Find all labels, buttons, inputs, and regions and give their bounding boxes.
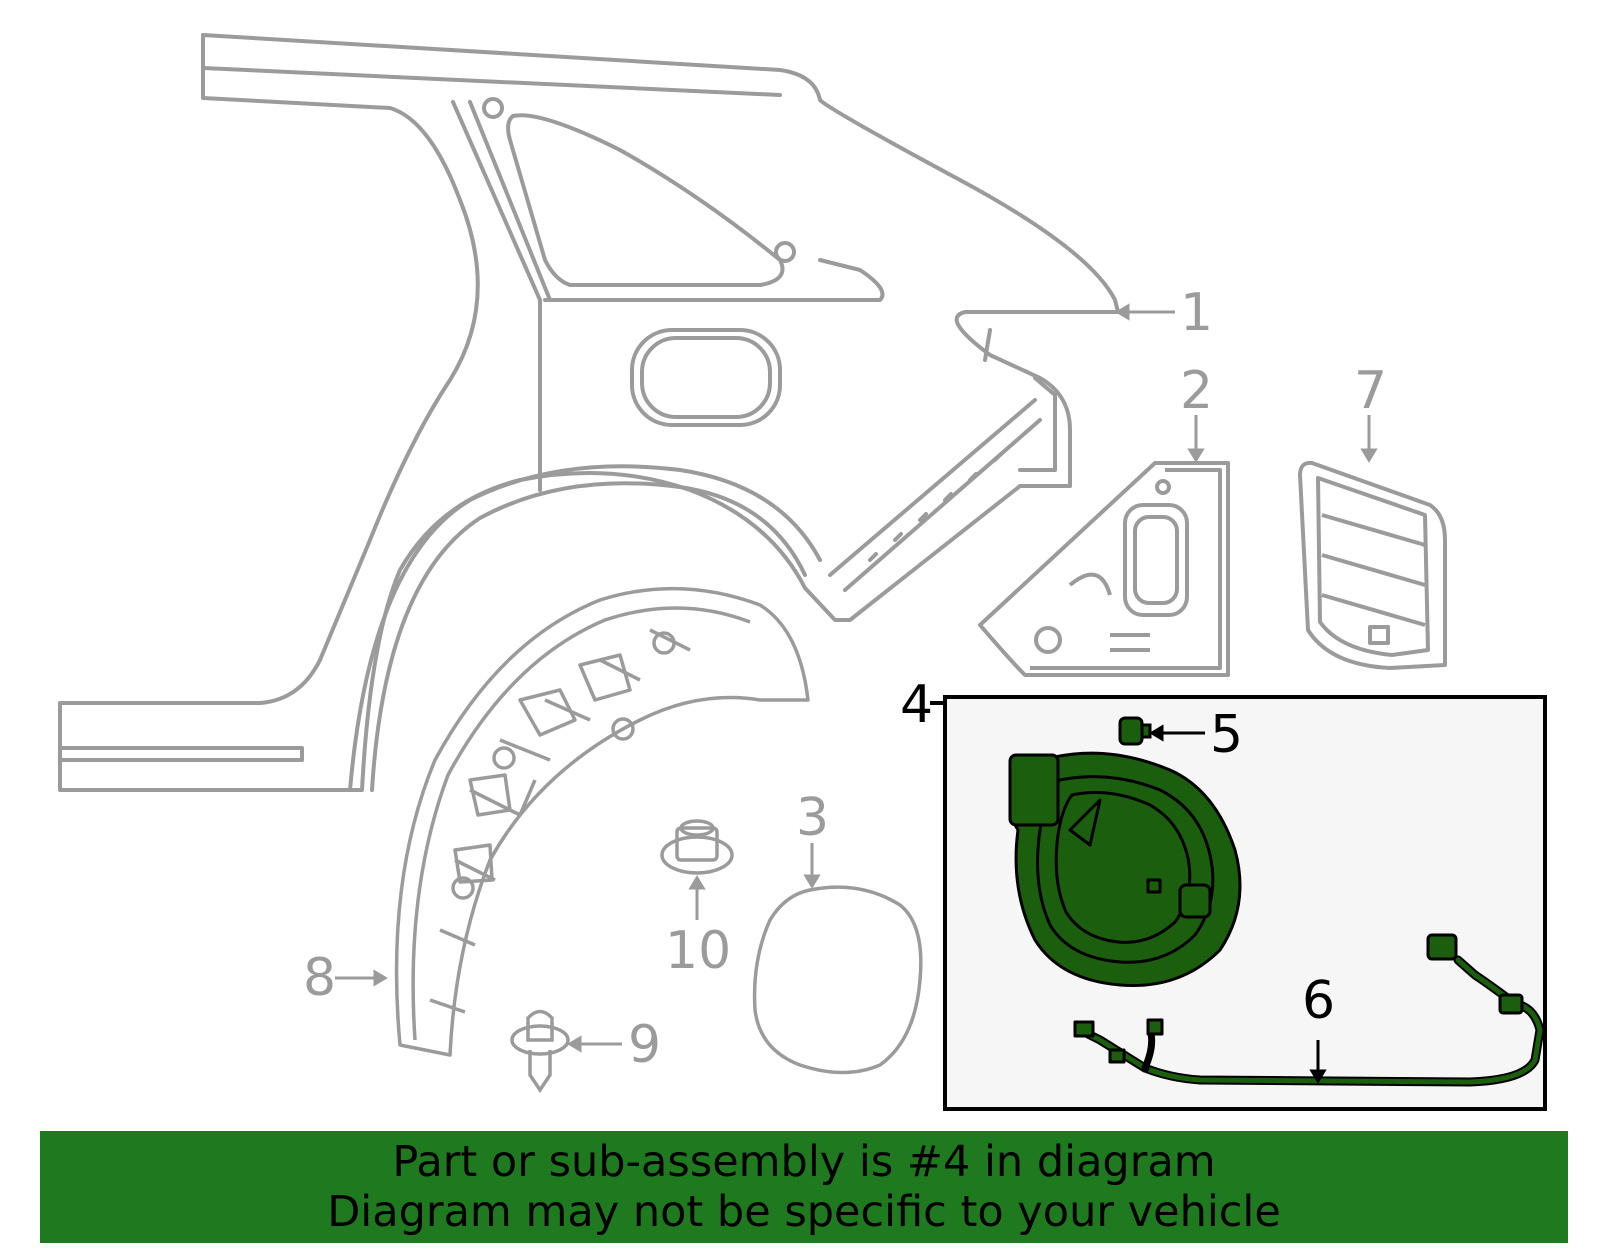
fuel-pocket-bracket [978,461,1230,677]
callout-10: 10 [665,921,731,981]
banner-line-disclaimer: Diagram may not be specific to your vehi… [327,1187,1281,1237]
nut [660,819,734,875]
callout-4: 4 [900,675,933,735]
quarter-panel [58,33,1120,792]
callout-9: 9 [628,1015,661,1075]
info-banner: Part or sub-assembly is #4 in diagram Di… [40,1131,1568,1243]
callout-6: 6 [1302,971,1335,1031]
callout-7: 7 [1354,361,1387,421]
callout-1: 1 [1180,283,1213,343]
callout-2: 2 [1180,361,1213,421]
bumper-stop [1118,716,1152,746]
fuel-door-housing [1298,460,1447,670]
wheelhouse-liner [394,586,810,1057]
wiring-harness [1073,933,1545,1087]
banner-line-part: Part or sub-assembly is #4 in diagram [392,1137,1216,1187]
leader-lines [335,303,1378,1084]
push-clip [510,1009,570,1094]
fuel-door [752,885,923,1075]
fuel-filler-housing-assembly [1008,751,1242,988]
callout-3: 3 [796,788,829,848]
callout-8: 8 [303,948,336,1008]
callout-5: 5 [1210,705,1243,765]
